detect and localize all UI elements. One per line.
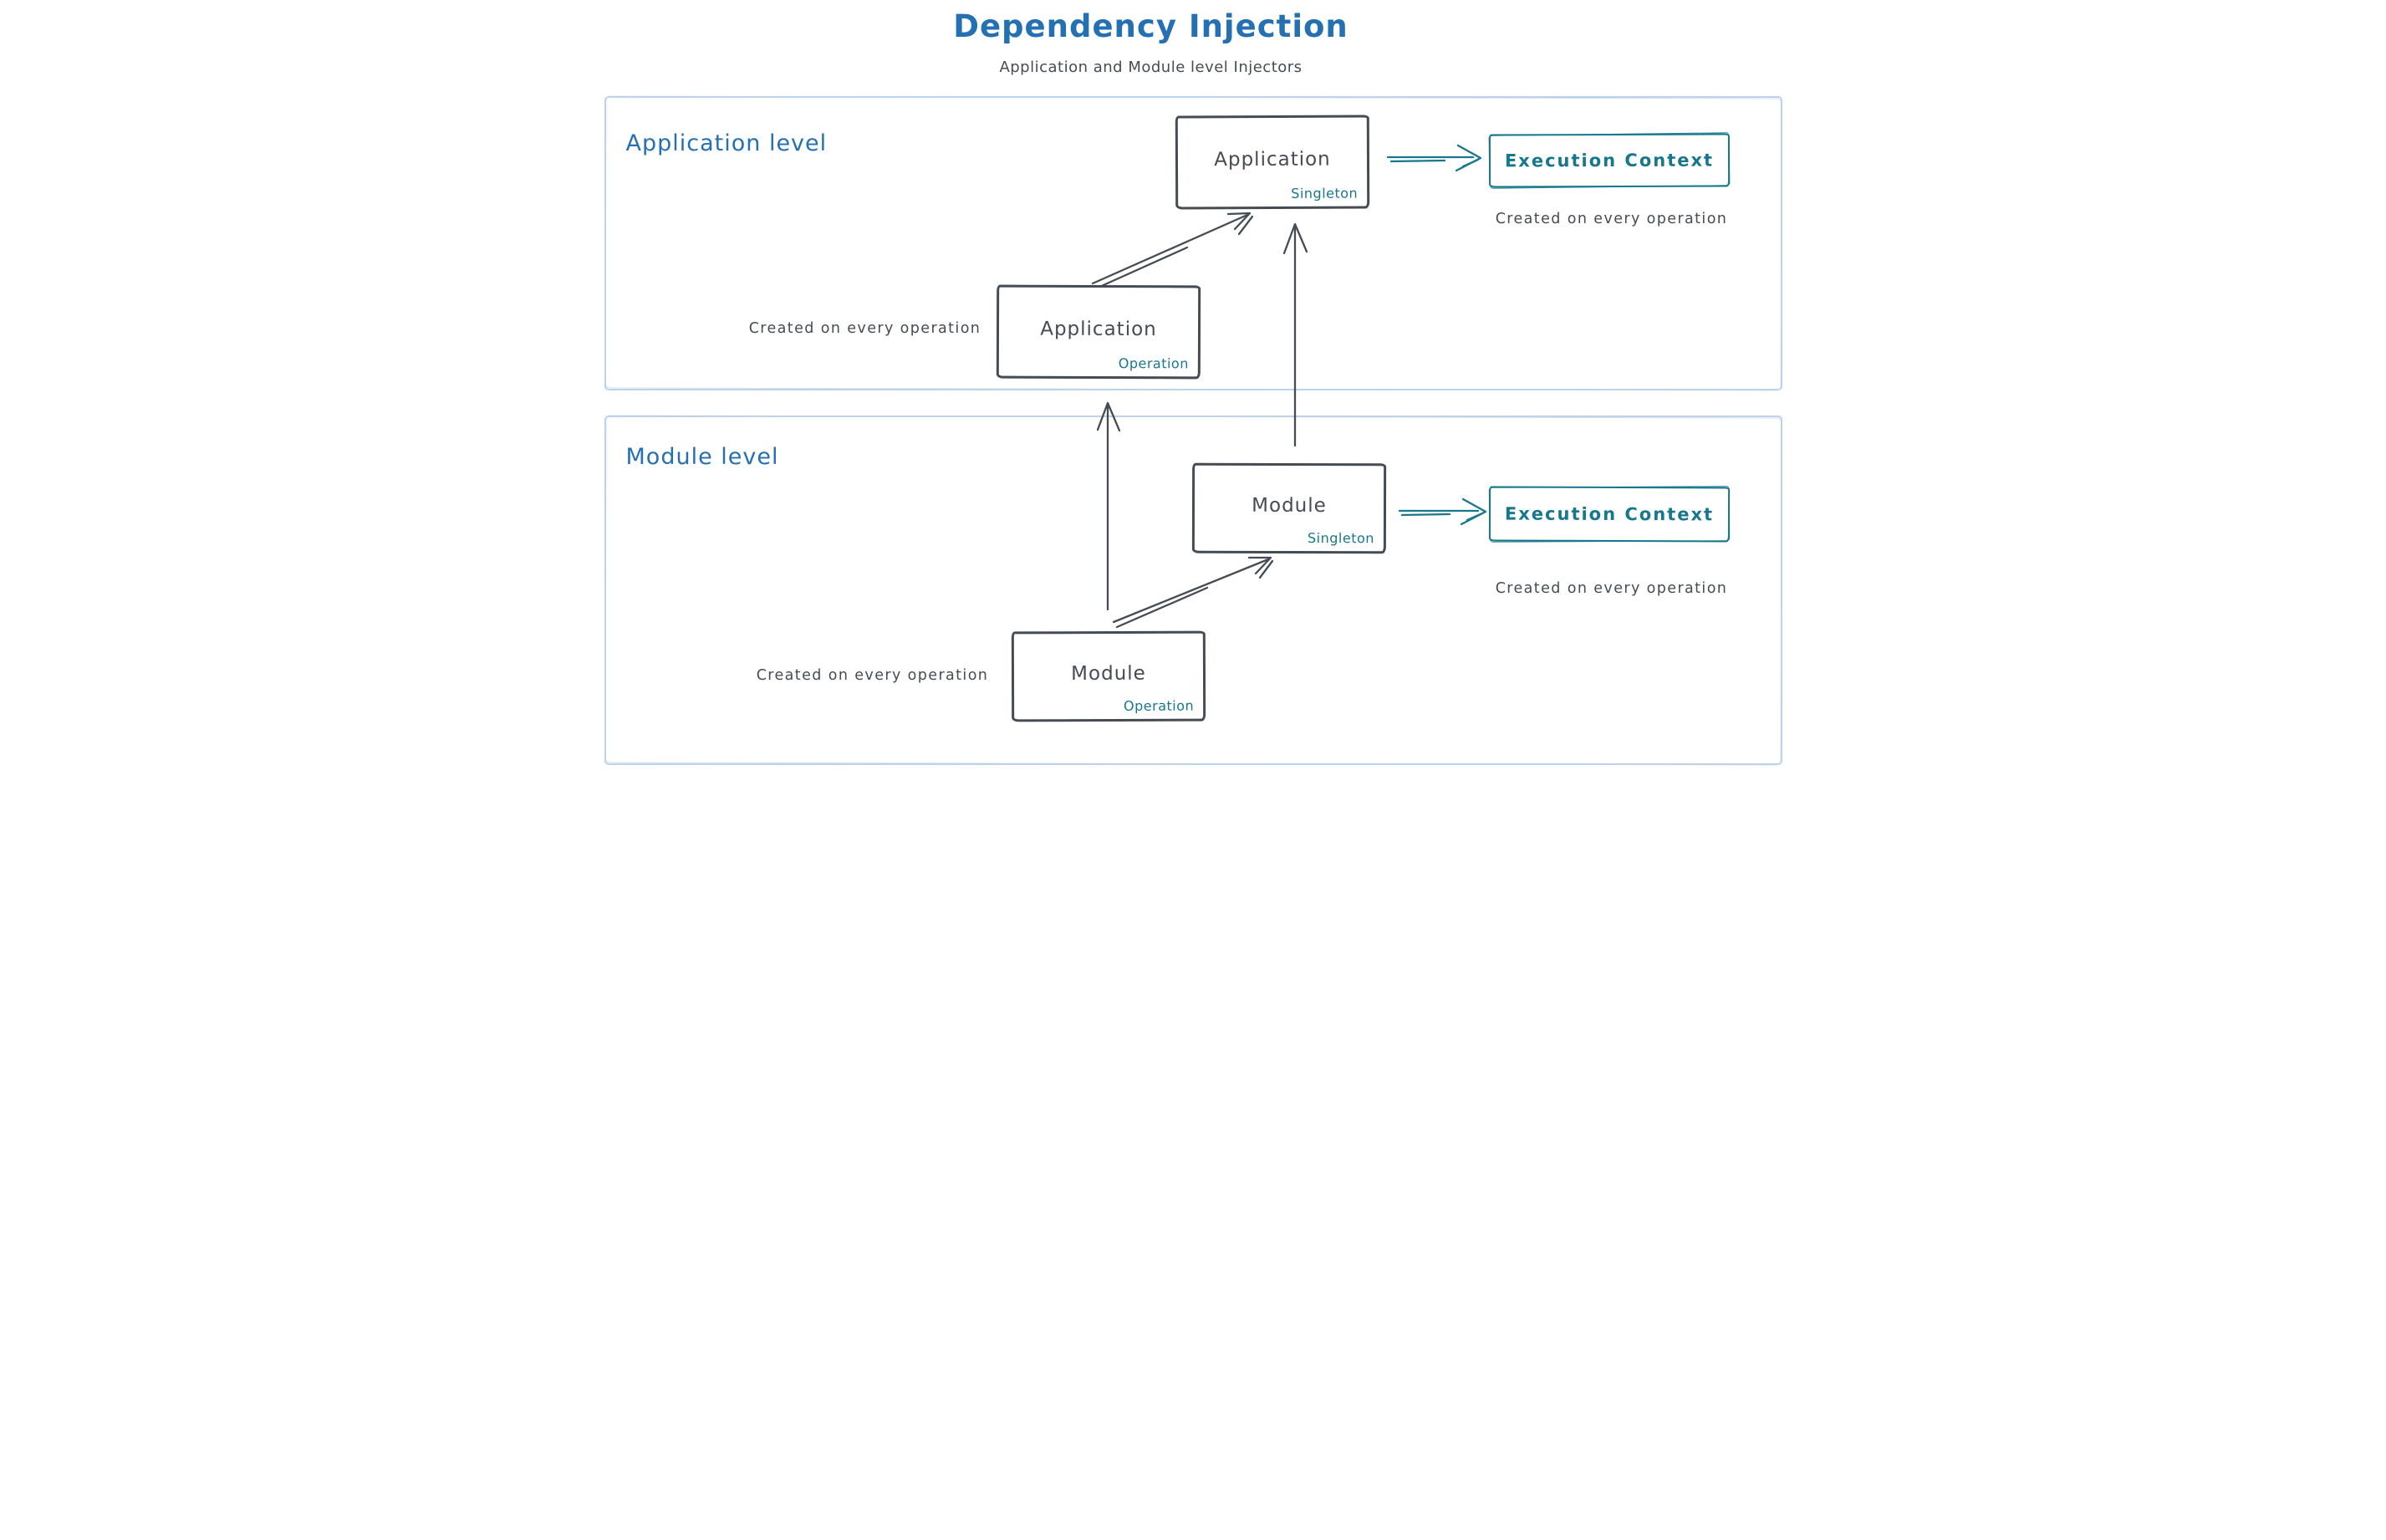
execution-context-label-application: Execution Context bbox=[1504, 150, 1714, 171]
app-operation-badge: Operation bbox=[1118, 355, 1189, 372]
application-level-frame bbox=[604, 96, 1782, 390]
module-singleton-badge: Singleton bbox=[1307, 530, 1374, 547]
execution-context-box-application: Execution Context bbox=[1488, 133, 1730, 188]
app-singleton-title: Application bbox=[1213, 148, 1331, 171]
app-singleton-badge: Singleton bbox=[1290, 185, 1358, 201]
page-subtitle: Application and Module level Injectors bbox=[999, 59, 1303, 76]
app-singleton-box: Application Singleton bbox=[1175, 115, 1369, 210]
diagram-canvas: Dependency Injection Application and Mod… bbox=[596, 0, 1790, 770]
execution-context-caption-application: Created on every operation bbox=[1495, 211, 1728, 227]
app-operation-box: Application Operation bbox=[996, 284, 1201, 380]
app-operation-caption: Created on every operation bbox=[748, 320, 981, 337]
execution-context-box-module: Execution Context bbox=[1488, 486, 1730, 543]
module-singleton-title: Module bbox=[1251, 494, 1327, 517]
page-title: Dependency Injection bbox=[953, 8, 1348, 44]
execution-context-caption-module: Created on every operation bbox=[1495, 580, 1728, 597]
module-operation-title: Module bbox=[1070, 662, 1146, 686]
module-operation-box: Module Operation bbox=[1011, 630, 1206, 722]
module-level-label: Module level bbox=[625, 444, 779, 470]
application-level-label: Application level bbox=[625, 130, 828, 156]
module-operation-badge: Operation bbox=[1123, 697, 1194, 714]
app-operation-title: Application bbox=[1039, 318, 1157, 341]
module-singleton-box: Module Singleton bbox=[1191, 462, 1386, 554]
module-operation-caption: Created on every operation bbox=[756, 667, 989, 684]
module-level-frame bbox=[604, 416, 1782, 765]
execution-context-label-module: Execution Context bbox=[1504, 503, 1714, 525]
